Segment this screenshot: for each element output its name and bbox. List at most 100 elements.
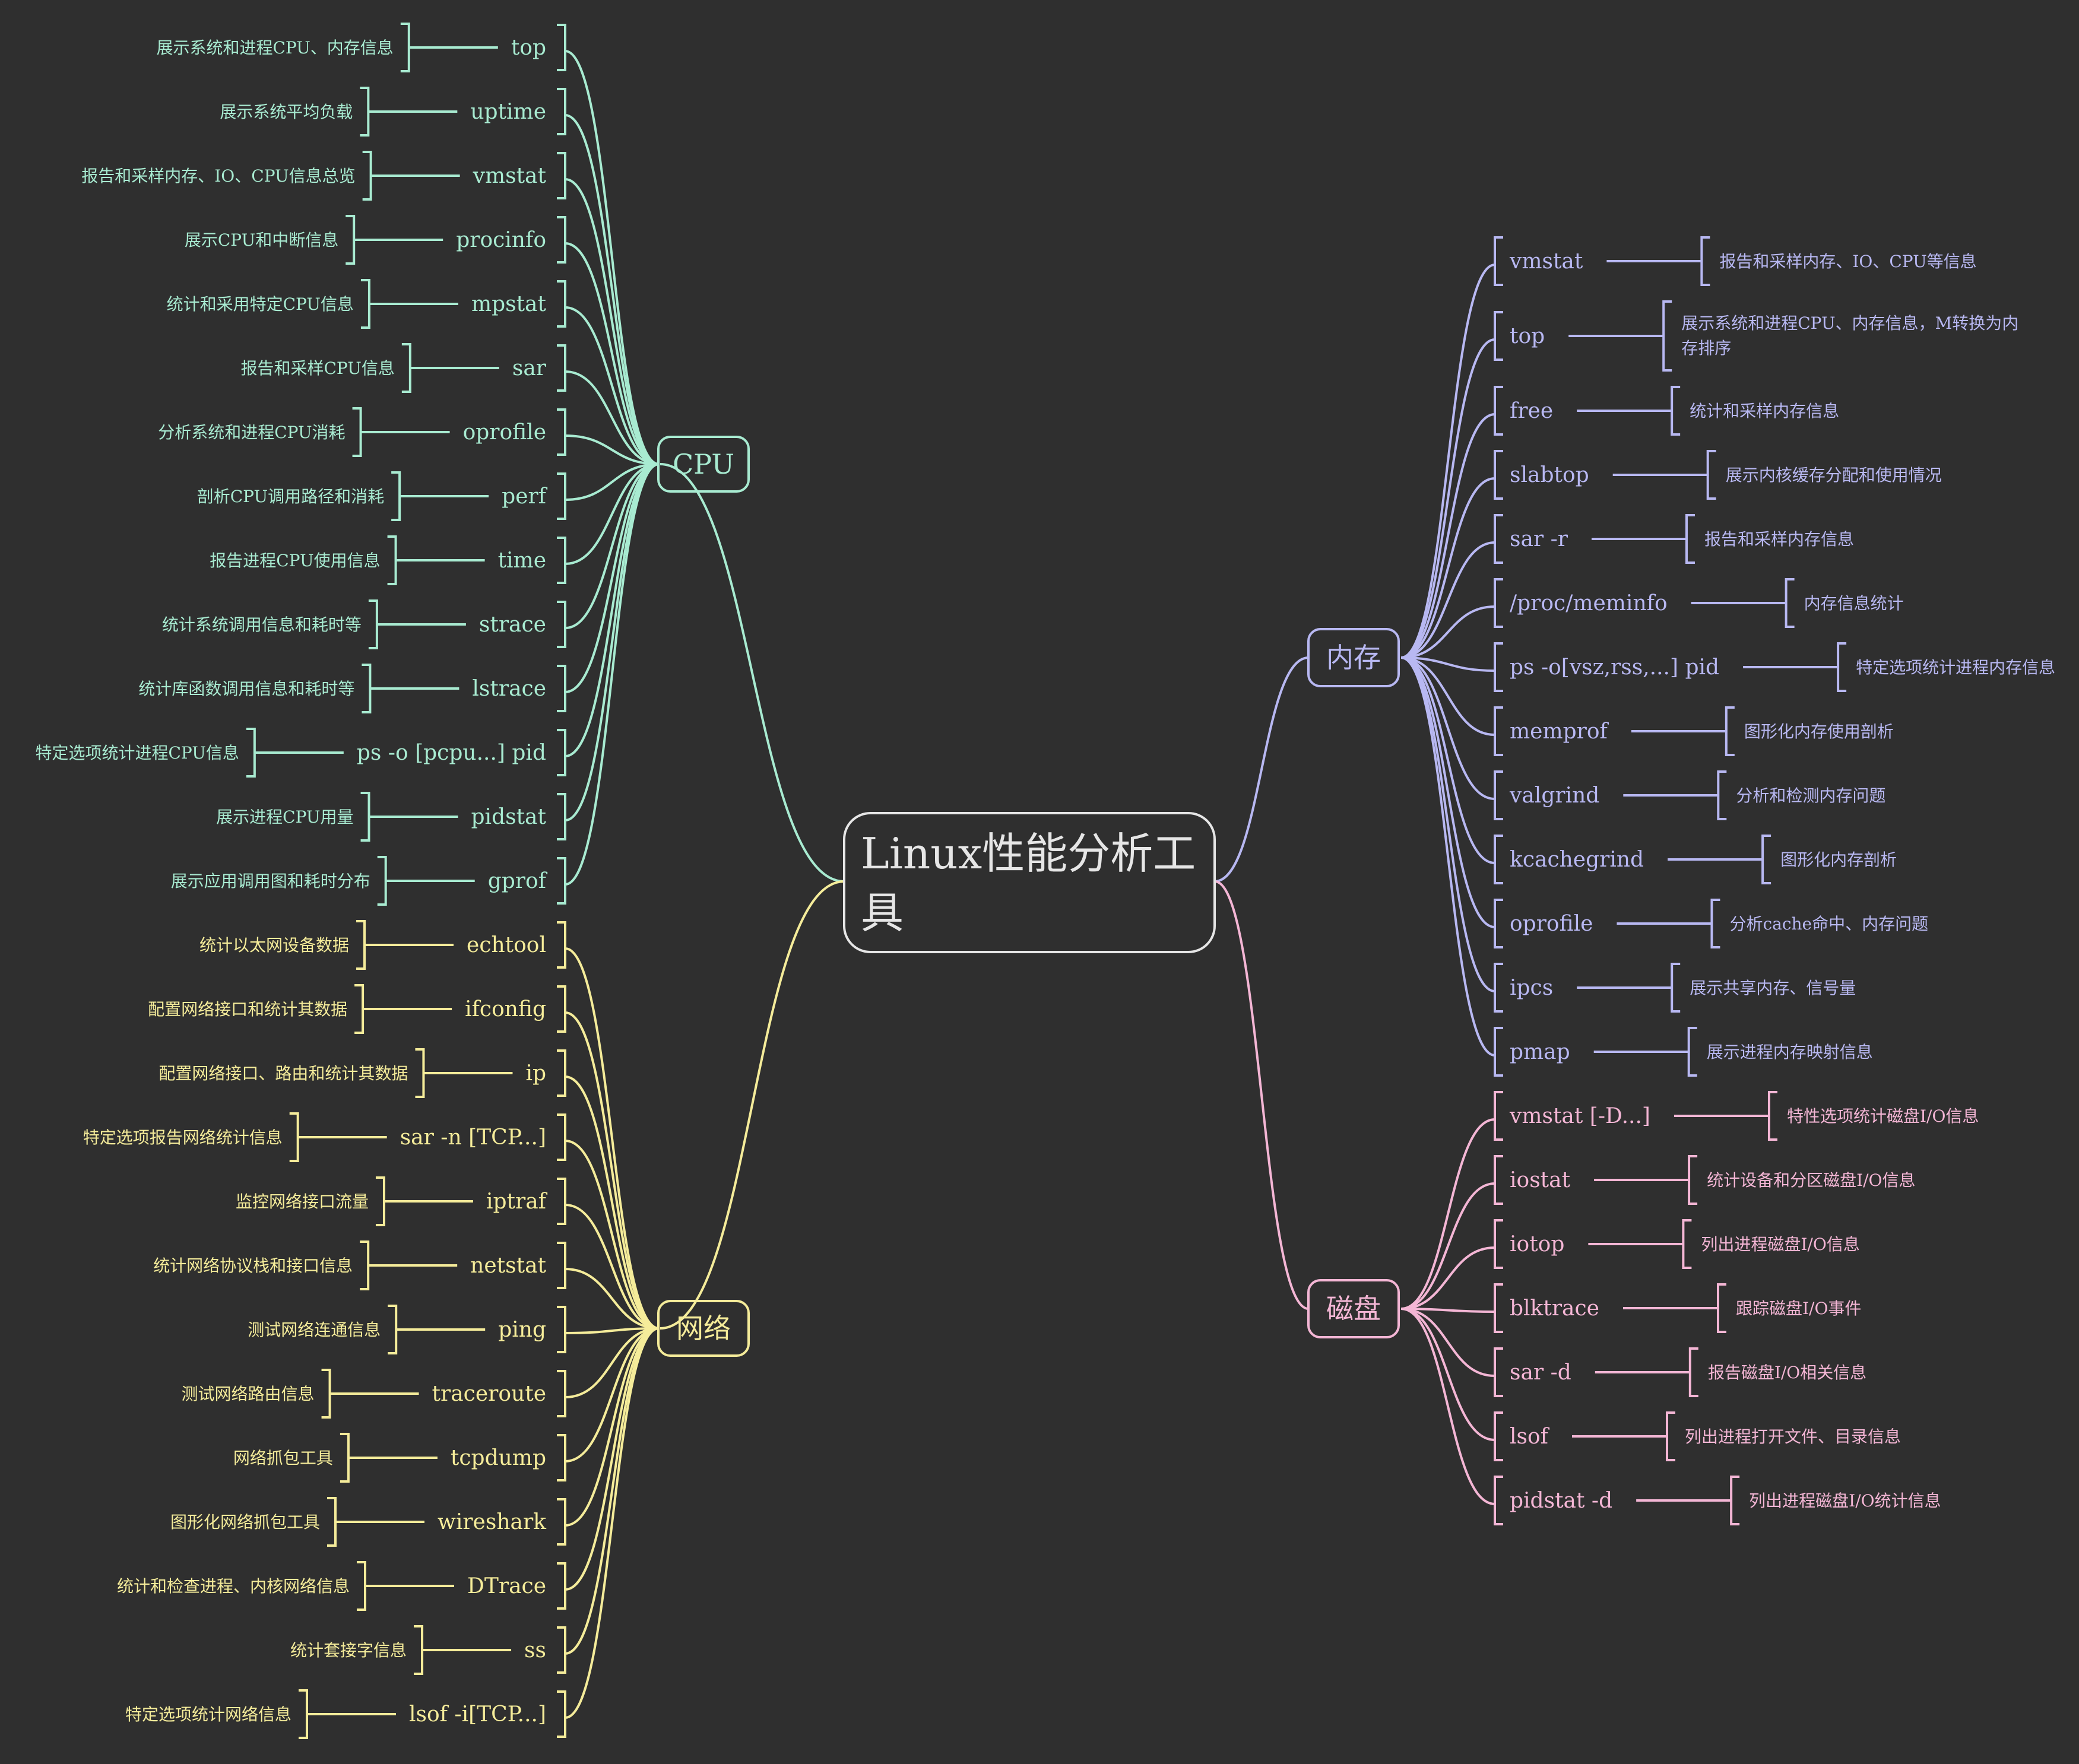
cpu-tool-desc-group: 统计系统调用信息和耗时等 bbox=[162, 599, 378, 649]
bracket-line bbox=[1494, 642, 1503, 692]
cpu-tool-desc: 展示应用调用图和耗时分布 bbox=[171, 871, 370, 891]
disk-item-link bbox=[1400, 1118, 1495, 1310]
bracket-line bbox=[1494, 514, 1503, 564]
bracket-line bbox=[1494, 1091, 1503, 1141]
cpu-tool-label: time bbox=[498, 548, 546, 573]
bracket-line bbox=[1710, 899, 1720, 948]
root-title-line-1: Linux性能分析工 bbox=[861, 829, 1196, 878]
cpu-tool-label: ps -o [pcpu...] pid bbox=[357, 741, 546, 765]
network-item-link bbox=[565, 1075, 660, 1330]
memory-tool-label: sar -r bbox=[1510, 527, 1568, 551]
disk-item-link bbox=[1400, 1308, 1495, 1505]
bracket-line bbox=[401, 343, 411, 393]
memory-item-link bbox=[1400, 605, 1495, 659]
bracket-line bbox=[557, 1049, 566, 1097]
cpu-tool-desc: 展示系统平均负载 bbox=[220, 102, 353, 122]
network-tool-desc: 监控网络接口流量 bbox=[236, 1192, 369, 1211]
cpu-tool-desc-group: 展示系统和进程CPU、内存信息 bbox=[156, 23, 410, 72]
disk-item-link bbox=[1400, 1308, 1495, 1441]
memory-tool-4[interactable]: sar -r 报告和采样内存信息 bbox=[1494, 514, 1854, 564]
disk-branch-node-box bbox=[1307, 1279, 1400, 1338]
cpu-branch-node[interactable]: CPU bbox=[657, 436, 750, 493]
cpu-tool-label: lstrace bbox=[472, 677, 546, 701]
memory-tool-label: top bbox=[1510, 324, 1545, 348]
memory-item-link bbox=[1400, 413, 1495, 659]
bracket-line bbox=[1662, 300, 1672, 372]
network-tool-desc: 配置网络接口和统计其数据 bbox=[148, 1000, 347, 1019]
disk-tool-0[interactable]: vmstat [-D...]特性选项统计磁盘I/O信息 bbox=[1494, 1091, 1979, 1141]
bracket-line bbox=[1494, 770, 1503, 820]
network-tool-label: DTrace bbox=[467, 1574, 546, 1598]
cpu-item-link bbox=[565, 242, 660, 465]
network-branch-node-label: 网络 bbox=[676, 1312, 731, 1344]
bracket-line bbox=[289, 1112, 299, 1162]
network-branch-node[interactable]: 网络 bbox=[657, 1300, 750, 1357]
network-tool-12[interactable]: lsof -i[TCP...]特定选项统计网络信息 bbox=[125, 1689, 566, 1739]
disk-branch-node[interactable]: 磁盘 bbox=[1307, 1279, 1400, 1338]
bracket-line bbox=[1494, 1411, 1503, 1461]
network-tool-desc: 测试网络连通信息 bbox=[248, 1320, 381, 1340]
network-branch-node-box bbox=[657, 1300, 750, 1357]
bracket-line bbox=[557, 1562, 566, 1610]
root-node[interactable]: Linux性能分析工 具 bbox=[843, 812, 1216, 953]
nodes: Linux性能分析工 具 CPUtop展示系统和进程CPU、内存信息uptime… bbox=[35, 23, 2055, 1739]
bracket-line bbox=[362, 151, 372, 201]
memory-tool-desc: 报告和采样内存信息 bbox=[1704, 529, 1854, 549]
network-item-link bbox=[565, 1140, 660, 1330]
bracket-line bbox=[340, 1433, 350, 1483]
cpu-item-link bbox=[565, 114, 660, 465]
cpu-item-link bbox=[565, 463, 660, 501]
bracket-line bbox=[1494, 1155, 1503, 1205]
memory-branch-node[interactable]: 内存 bbox=[1307, 628, 1400, 687]
network-tool-label: echtool bbox=[467, 933, 546, 957]
network-tool-3[interactable]: sar -n [TCP...]特定选项报告网络统计信息 bbox=[83, 1112, 566, 1162]
memory-tool-desc: 图形化内存使用剖析 bbox=[1744, 722, 1894, 741]
cpu-branch-node-box bbox=[657, 436, 750, 493]
cpu-tool-label: mpstat bbox=[471, 292, 547, 316]
cpu-tool-desc-group: 展示系统平均负载 bbox=[220, 87, 370, 137]
